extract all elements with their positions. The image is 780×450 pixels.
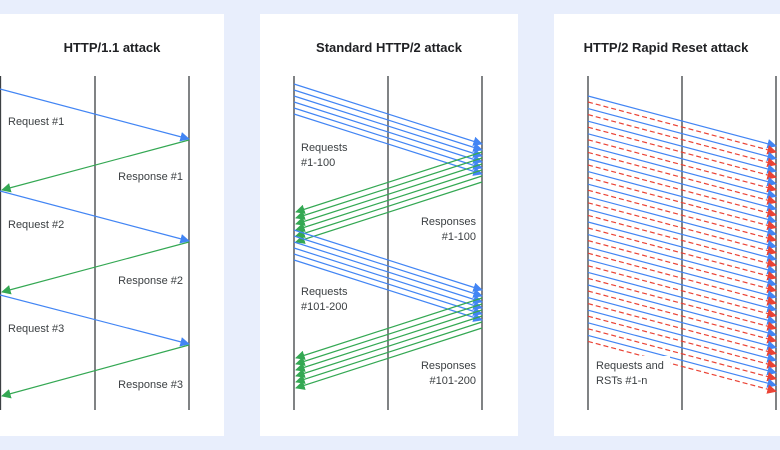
reset-arrow xyxy=(587,101,777,155)
reset-arrow xyxy=(587,214,777,268)
request-arrow xyxy=(0,88,190,142)
request-arrow xyxy=(587,271,777,325)
message-label: Responses xyxy=(421,360,477,372)
reset-arrow xyxy=(587,126,777,180)
reset-arrow xyxy=(587,340,777,394)
request-arrow xyxy=(587,145,777,199)
message-label: #1-100 xyxy=(301,157,335,169)
message-label: Requests xyxy=(301,142,348,154)
message-label: Request #3 xyxy=(8,323,64,335)
request-arrow xyxy=(293,253,483,316)
request-arrow xyxy=(0,294,190,347)
message-label: #1-100 xyxy=(442,231,476,243)
request-arrow xyxy=(587,322,777,376)
request-arrow xyxy=(587,297,777,351)
request-arrow xyxy=(293,101,483,164)
request-arrow xyxy=(293,107,483,170)
reset-arrow xyxy=(587,265,777,319)
message-label: Response #1 xyxy=(118,171,183,183)
response-arrow xyxy=(295,327,483,390)
request-arrow xyxy=(587,171,777,225)
response-arrow xyxy=(295,163,483,226)
response-arrow xyxy=(295,309,483,372)
message-label: Requests and xyxy=(596,360,664,372)
reset-arrow xyxy=(587,139,777,193)
panel-title: HTTP/2 Rapid Reset attack xyxy=(583,40,749,55)
reset-arrow xyxy=(587,315,777,369)
request-arrow xyxy=(293,235,483,298)
response-arrow xyxy=(295,157,483,220)
message-label: RSTs #1-n xyxy=(596,375,647,387)
panel-title: HTTP/1.1 attack xyxy=(63,40,161,55)
reset-arrow xyxy=(587,328,777,382)
request-arrow xyxy=(587,246,777,300)
response-arrow xyxy=(1,139,190,193)
reset-arrow xyxy=(587,252,777,306)
request-arrow xyxy=(587,259,777,313)
message-label: Responses xyxy=(421,216,477,228)
request-arrow xyxy=(587,234,777,288)
request-arrow xyxy=(587,158,777,212)
reset-arrow xyxy=(587,189,777,243)
response-arrow xyxy=(295,321,483,384)
message-label: #101-200 xyxy=(301,301,348,313)
reset-arrow xyxy=(587,177,777,231)
reset-arrow xyxy=(587,277,777,331)
reset-arrow xyxy=(587,227,777,281)
response-arrow xyxy=(295,315,483,378)
request-arrow xyxy=(293,83,483,146)
request-arrow xyxy=(293,113,483,176)
response-arrow xyxy=(1,241,190,295)
request-arrow xyxy=(587,95,777,149)
reset-arrow xyxy=(587,290,777,344)
response-arrow xyxy=(1,344,190,399)
message-label: Request #2 xyxy=(8,219,64,231)
request-arrow xyxy=(587,133,777,187)
response-arrow xyxy=(295,175,483,238)
message-label: Request #1 xyxy=(8,116,64,128)
request-arrow xyxy=(587,334,777,388)
request-arrow xyxy=(587,108,777,162)
request-arrow xyxy=(587,183,777,237)
request-arrow xyxy=(587,196,777,250)
request-arrow xyxy=(293,89,483,152)
request-arrow xyxy=(587,221,777,275)
request-arrow xyxy=(293,247,483,310)
request-arrow xyxy=(587,309,777,363)
message-label: #101-200 xyxy=(430,375,477,387)
response-arrow xyxy=(295,297,483,360)
response-arrow xyxy=(295,181,483,244)
reset-arrow xyxy=(587,164,777,218)
request-arrow xyxy=(293,95,483,158)
message-label: Response #2 xyxy=(118,275,183,287)
request-arrow xyxy=(293,241,483,304)
response-arrow xyxy=(295,151,483,214)
request-arrow xyxy=(587,120,777,174)
request-arrow xyxy=(587,208,777,262)
response-arrow xyxy=(295,169,483,232)
request-arrow xyxy=(587,284,777,338)
reset-arrow xyxy=(587,202,777,256)
request-arrow xyxy=(293,259,483,322)
reset-arrow xyxy=(587,114,777,168)
response-arrow xyxy=(295,303,483,366)
message-label: Response #3 xyxy=(118,379,183,391)
label-background xyxy=(592,356,670,390)
reset-arrow xyxy=(587,240,777,294)
message-label: Requests xyxy=(301,286,348,298)
request-arrow xyxy=(293,229,483,292)
request-arrow xyxy=(0,190,190,244)
reset-arrow xyxy=(587,303,777,357)
panel-title: Standard HTTP/2 attack xyxy=(316,40,462,55)
reset-arrow xyxy=(587,151,777,205)
